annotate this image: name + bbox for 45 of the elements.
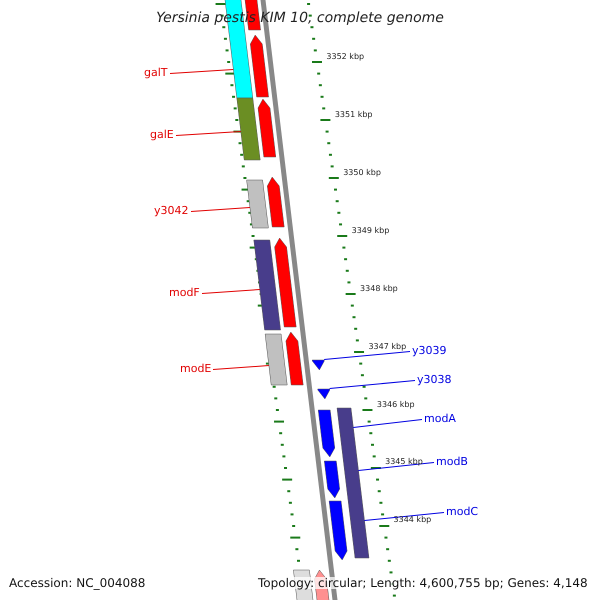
footer-text: Accession: NC_004088 — [9, 577, 146, 589]
leader-line — [329, 380, 416, 389]
gene-block — [264, 334, 288, 386]
gene-label: modC — [446, 506, 478, 517]
gene-feature — [250, 34, 269, 98]
leader-line — [190, 207, 250, 212]
leader-line — [212, 365, 270, 370]
gene-label: modE — [180, 363, 212, 374]
scale-label: 3349 kbp — [352, 227, 390, 235]
leader-line — [352, 419, 422, 428]
scale-label: 3345 kbp — [385, 458, 423, 466]
leader-line — [364, 512, 444, 521]
scale-label: 3344 kbp — [394, 516, 432, 524]
gene-block — [336, 408, 370, 558]
scale-label: 3347 kbp — [368, 343, 406, 351]
gene-feature — [267, 176, 284, 228]
gene-label: modF — [169, 287, 200, 298]
gene-feature — [312, 360, 325, 370]
scale-label: 3346 kbp — [376, 401, 415, 409]
gene-block — [246, 180, 269, 228]
gene-label: galE — [150, 129, 174, 140]
gene-feature — [324, 460, 340, 498]
gene-feature — [286, 332, 304, 386]
gene-feature — [258, 98, 276, 158]
gene-label: modA — [424, 413, 456, 424]
scale-label: 3352 kbp — [326, 53, 364, 61]
gene-label: y3039 — [412, 345, 447, 356]
gene-feature — [274, 238, 296, 328]
gene-label: y3038 — [417, 374, 452, 385]
gene-feature — [317, 388, 330, 400]
scale-label: 3348 kbp — [360, 285, 398, 293]
gene-label: galT — [144, 67, 168, 78]
footer-text: Topology: circular; Length: 4,600,755 bp; Genes: 4,148 — [258, 577, 588, 589]
gene-label: modB — [436, 456, 468, 467]
leader-line — [176, 131, 242, 136]
scale-label: 3351 kbp — [334, 111, 373, 119]
gene-feature — [328, 500, 348, 560]
scale-label: 3350 kbp — [343, 169, 381, 177]
leader-line — [170, 69, 234, 74]
leader-line — [358, 462, 434, 471]
title: Yersinia pestis KIM 10, complete genome — [155, 11, 445, 25]
gene-block — [254, 240, 281, 330]
leader-line — [324, 351, 410, 360]
leader-line — [202, 289, 260, 294]
gene-label: y3042 — [154, 205, 189, 216]
